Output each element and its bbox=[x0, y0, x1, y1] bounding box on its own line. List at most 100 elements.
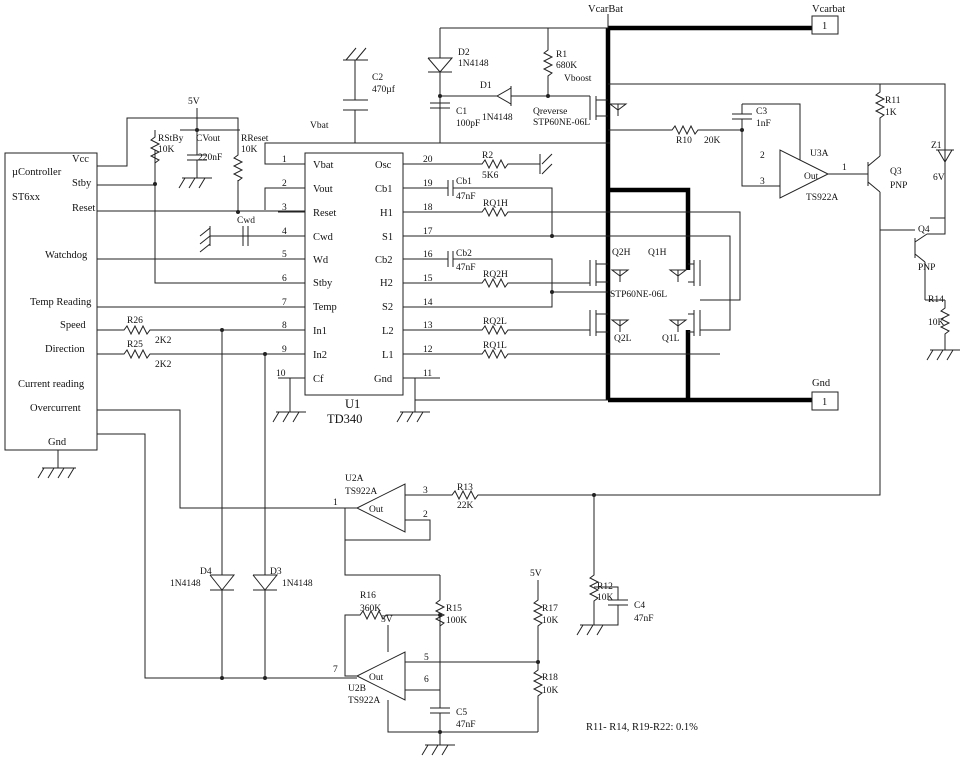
c1-ref: C1 bbox=[456, 107, 467, 117]
u1-pin-l1: L1 bbox=[382, 350, 394, 361]
d2-ref: D2 bbox=[458, 48, 470, 58]
cwd-ref: Cwd bbox=[237, 216, 255, 226]
u2b-ref: U2B bbox=[348, 684, 366, 694]
u1-pin-in2: In2 bbox=[313, 350, 327, 361]
u1-pin-vbat: Vbat bbox=[313, 160, 333, 171]
u1-pin-wd: Wd bbox=[313, 255, 329, 266]
cvout-val: 220nF bbox=[198, 153, 222, 163]
u3a-val: TS922A bbox=[806, 193, 838, 203]
qreverse-ref: Qreverse bbox=[533, 107, 567, 117]
q3-val: PNP bbox=[890, 181, 907, 191]
r2-val: 5K6 bbox=[482, 171, 499, 181]
c1-val: 100pF bbox=[456, 119, 480, 129]
d2-val: 1N4148 bbox=[458, 59, 489, 69]
qreverse-val: STP60NE-06L bbox=[533, 118, 590, 128]
u1-pin-cb1: Cb1 bbox=[375, 184, 393, 195]
u2b-pin-6: 6 bbox=[424, 675, 429, 685]
u1-pin-h1: H1 bbox=[380, 208, 393, 219]
r14-val: 10K bbox=[928, 318, 945, 328]
d1-ref: D1 bbox=[480, 81, 492, 91]
u1-pinnum-3: 3 bbox=[282, 203, 287, 213]
u3a-ref: U3A bbox=[810, 149, 829, 159]
u1-pinnum-18: 18 bbox=[423, 203, 433, 213]
c4-ref: C4 bbox=[634, 601, 645, 611]
u2b-val: TS922A bbox=[348, 696, 380, 706]
mosfet-q2l: Q2L bbox=[589, 310, 632, 344]
u1-pinnum-17: 17 bbox=[423, 227, 433, 237]
mcu-part: ST6xx bbox=[12, 192, 41, 203]
u1-pinnum-6: 6 bbox=[282, 274, 287, 284]
rreset-ref: RReset bbox=[241, 134, 269, 144]
junction bbox=[236, 210, 240, 214]
q3-ref: Q3 bbox=[890, 167, 902, 177]
q2h-ref: Q2H bbox=[612, 248, 631, 258]
cvout-ref: CVout bbox=[196, 134, 220, 144]
c2-ground bbox=[343, 47, 368, 61]
r11-val: 1K bbox=[885, 108, 897, 118]
vcarbat-port-label: Vcarbat bbox=[812, 4, 845, 15]
mcu-pin-vcc: Vcc bbox=[72, 154, 89, 165]
rq2l-ref: RQ2L bbox=[483, 317, 507, 327]
u1-pinnum-16: 16 bbox=[423, 250, 433, 260]
fivev-label: 5V bbox=[188, 97, 200, 107]
u1-pin-s1: S1 bbox=[382, 232, 393, 243]
r13-ref: R13 bbox=[457, 483, 473, 493]
rstby-ref: RStBy bbox=[158, 134, 184, 144]
u3a-pin-3: 3 bbox=[760, 177, 765, 187]
c3-ref: C3 bbox=[756, 107, 767, 117]
u1-pinnum-10: 10 bbox=[276, 369, 286, 379]
q2l-ref: Q2L bbox=[614, 334, 632, 344]
mcu-pin-reset: Reset bbox=[72, 203, 95, 214]
cb2-val: 47nF bbox=[456, 263, 476, 273]
cb2-ref: Cb2 bbox=[456, 249, 472, 259]
q4-ref: Q4 bbox=[918, 225, 930, 235]
u1-pinnum-12: 12 bbox=[423, 345, 433, 355]
bridge-part-val: STP60NE-06L bbox=[610, 290, 667, 300]
u2a-pin-2: 2 bbox=[423, 510, 428, 520]
mosfet-q2h: Q2H bbox=[589, 248, 631, 286]
d4-val: 1N4148 bbox=[170, 579, 201, 589]
c3-val: 1nF bbox=[756, 119, 771, 129]
mcu-pin-watchdog: Watchdog bbox=[45, 250, 88, 261]
transistor-q4: Q4 PNP bbox=[914, 218, 946, 273]
cwd-ground bbox=[199, 226, 211, 253]
u1-pinnum-15: 15 bbox=[423, 274, 433, 284]
diode-d4: D4 1N4148 bbox=[170, 565, 236, 678]
mcu-pin-speed: Speed bbox=[60, 320, 86, 331]
z1-ref: Z1 bbox=[931, 141, 942, 151]
microcontroller: µController ST6xx Vcc Stby Reset Watchdo… bbox=[4, 152, 98, 468]
u1-pin-temp: Temp bbox=[313, 302, 337, 313]
u2a-pin-1: 1 bbox=[333, 498, 338, 508]
q4-val: PNP bbox=[918, 263, 935, 273]
r26-val: 2K2 bbox=[155, 336, 172, 346]
cvout-ground bbox=[178, 177, 212, 189]
tolerance-note: R11- R14, R19-R22: 0.1% bbox=[586, 722, 698, 733]
c4-val: 47nF bbox=[634, 614, 654, 624]
u1-pinnum-9: 9 bbox=[282, 345, 287, 355]
r17-val: 10K bbox=[542, 616, 559, 626]
u1-pinnum-19: 19 bbox=[423, 179, 433, 189]
q1l-ref: Q1L bbox=[662, 334, 680, 344]
u1-pinnum-20: 20 bbox=[423, 155, 433, 165]
mcu-pin-direction: Direction bbox=[45, 344, 85, 355]
u1-pin-cwd: Cwd bbox=[313, 232, 334, 243]
u2b-5v: 5V bbox=[381, 615, 393, 625]
u1-pin-stby: Stby bbox=[313, 278, 333, 289]
u1-pinnum-4: 4 bbox=[282, 227, 287, 237]
r12-val: 10K bbox=[597, 593, 614, 603]
r10-ref: R10 bbox=[676, 136, 692, 146]
opamp-u3a: Out U3A TS922A 2 3 1 bbox=[760, 149, 847, 203]
u3a-pin-1: 1 bbox=[842, 163, 847, 173]
td340-body bbox=[304, 152, 404, 396]
r17-ref: R17 bbox=[542, 604, 558, 614]
vcarbat-label: VcarBat bbox=[588, 4, 623, 15]
cb1-val: 47nF bbox=[456, 192, 476, 202]
d3-val: 1N4148 bbox=[282, 579, 313, 589]
u1-ref: U1 bbox=[345, 397, 360, 411]
r2-ref: R2 bbox=[482, 151, 493, 161]
r1-val: 680K bbox=[556, 61, 577, 71]
q1h-ref: Q1H bbox=[648, 248, 667, 258]
mcu-ground-symbol bbox=[37, 467, 76, 479]
rstby-val: 10K bbox=[158, 145, 175, 155]
